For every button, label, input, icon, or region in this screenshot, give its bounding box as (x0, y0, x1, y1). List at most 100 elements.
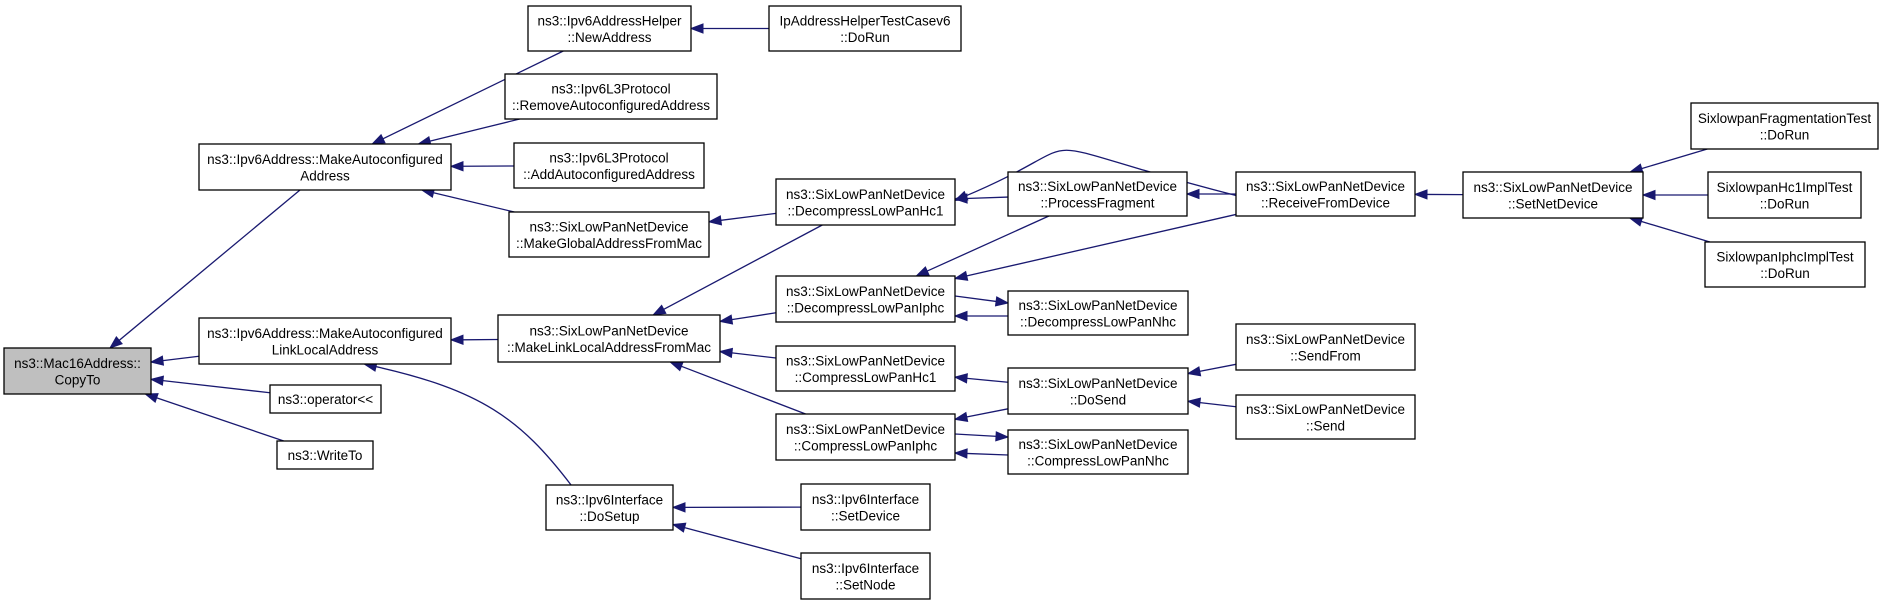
node-label: ::DoRun (1760, 196, 1810, 211)
node-box (1235, 323, 1416, 371)
edge-line (381, 50, 564, 140)
edge-line (161, 379, 271, 394)
node-compIphc[interactable]: ns3::SixLowPanNetDevice::CompressLowPanI… (775, 413, 956, 461)
node-fragTest[interactable]: SixlowpanFragmentationTest::DoRun (1690, 102, 1879, 150)
node-label: ::SetNetDevice (1508, 196, 1598, 211)
edge-line (730, 352, 777, 359)
edge-decIphc-to-decNhc (954, 295, 1010, 307)
node-label: ns3::SixLowPanNetDevice (1473, 180, 1632, 195)
edge-arrowhead (953, 310, 968, 322)
node-ifDoSetup[interactable]: ns3::Ipv6Interface::DoSetup (545, 484, 674, 531)
edge-line (1640, 148, 1708, 170)
node-makeAuto[interactable]: ns3::Ipv6Address::MakeAutoconfiguredAddr… (198, 143, 452, 191)
node-hc1Test[interactable]: SixlowpanHc1ImplTest::DoRun (1707, 171, 1862, 219)
edge-doSend-to-compIphc (953, 408, 1009, 422)
node-l3Add[interactable]: ns3::Ipv6L3Protocol::AddAutoconfiguredAd… (513, 142, 705, 189)
node-decHc1[interactable]: ns3::SixLowPanNetDevice::DecompressLowPa… (775, 178, 956, 226)
node-label: ::DoSetup (579, 509, 639, 524)
node-decIphc[interactable]: ns3::SixLowPanNetDevice::DecompressLowPa… (775, 275, 956, 323)
node-setNetDev[interactable]: ns3::SixLowPanNetDevice::SetNetDevice (1462, 171, 1644, 219)
node-makeAutoLL[interactable]: ns3::Ipv6Address::MakeAutoconfiguredLink… (198, 317, 452, 365)
node-box (775, 178, 956, 226)
node-label: ns3::SixLowPanNetDevice (1246, 179, 1405, 194)
edge-arrowhead (671, 522, 687, 533)
node-sendFrom[interactable]: ns3::SixLowPanNetDevice::SendFrom (1235, 323, 1416, 371)
node-recvFrom[interactable]: ns3::SixLowPanNetDevice::ReceiveFromDevi… (1235, 171, 1416, 217)
node-label: ns3::SixLowPanNetDevice (529, 323, 688, 338)
node-label: ::ProcessFragment (1040, 195, 1154, 210)
edge-line (719, 212, 777, 222)
node-label: ::DoRun (1760, 127, 1810, 142)
node-label: ns3::Ipv6Interface (812, 492, 919, 507)
edge-line (683, 526, 802, 560)
node-label: ::DoRun (840, 30, 890, 45)
node-box (3, 347, 152, 395)
edge-arrowhead (449, 161, 464, 172)
edge-arrowhead (953, 373, 968, 384)
edge-arrowhead (1185, 188, 1200, 200)
edge-line (954, 433, 998, 438)
node-label: ::CompressLowPanNhc (1027, 453, 1169, 468)
node-label: ns3::Ipv6Interface (812, 561, 919, 576)
node-label: ::MakeLinkLocalAddressFromMac (507, 340, 711, 355)
node-box (198, 317, 452, 365)
node-send[interactable]: ns3::SixLowPanNetDevice::Send (1235, 394, 1416, 440)
edge-doSend-to-compHc1 (953, 373, 1009, 384)
node-helperNew[interactable]: ns3::Ipv6AddressHelper::NewAddress (527, 5, 692, 52)
node-opLL[interactable]: ns3::operator<< (269, 384, 382, 414)
edge-compNhc-to-compIphc (953, 448, 1009, 459)
node-iphcTest[interactable]: SixlowpanIphcImplTest::DoRun (1704, 241, 1866, 288)
edge-line (118, 189, 301, 342)
node-label: SixlowpanFragmentationTest (1698, 111, 1872, 126)
node-label: ns3::SixLowPanNetDevice (1018, 376, 1177, 391)
node-label: ns3::SixLowPanNetDevice (1018, 179, 1177, 194)
node-label: ns3::SixLowPanNetDevice (786, 353, 945, 368)
node-writeTo[interactable]: ns3::WriteTo (276, 440, 374, 470)
node-box (1235, 171, 1416, 217)
node-box (497, 314, 721, 363)
node-compNhc[interactable]: ns3::SixLowPanNetDevice::CompressLowPanN… (1007, 429, 1189, 475)
edge-arrowhead (718, 347, 734, 359)
node-label: ns3::Ipv6L3Protocol (551, 81, 670, 96)
node-label: ::DecompressLowPanNhc (1020, 314, 1176, 329)
node-box (1007, 290, 1189, 336)
edge-line (965, 408, 1009, 418)
node-box (775, 275, 956, 323)
node-label: ns3::SixLowPanNetDevice (786, 187, 945, 202)
edge-arrowhead (671, 502, 686, 513)
edge-arrowhead (953, 190, 969, 201)
node-label: ns3::WriteTo (288, 448, 363, 463)
node-label: ::SendFrom (1290, 348, 1361, 363)
edge-fragTest-to-setNetDev (1628, 148, 1708, 174)
node-makeLL[interactable]: ns3::SixLowPanNetDevice::MakeLinkLocalAd… (497, 314, 721, 363)
node-box (508, 211, 710, 258)
node-makeGlobal[interactable]: ns3::SixLowPanNetDevice::MakeGlobalAddre… (508, 211, 710, 258)
node-decNhc[interactable]: ns3::SixLowPanNetDevice::DecompressLowPa… (1007, 290, 1189, 336)
node-procFrag[interactable]: ns3::SixLowPanNetDevice::ProcessFragment (1007, 171, 1188, 217)
node-box (768, 5, 962, 52)
node-l3Remove[interactable]: ns3::Ipv6L3Protocol::RemoveAutoconfigure… (504, 73, 718, 120)
edge-recvFrom-to-decIphc (953, 213, 1237, 281)
node-label: ns3::Ipv6Address::MakeAutoconfigured (207, 326, 443, 341)
node-label: ns3::Mac16Address:: (14, 356, 141, 371)
edge-arrowhead (953, 411, 969, 422)
edge-line (161, 355, 200, 362)
node-helperTest[interactable]: IpAddressHelperTestCasev6::DoRun (768, 5, 962, 52)
node-ifSetDevice[interactable]: ns3::Ipv6Interface::SetDevice (800, 483, 931, 531)
edge-ifSetNode-to-ifDoSetup (671, 522, 802, 560)
node-label: ns3::Ipv6Address::MakeAutoconfigured (207, 152, 443, 167)
edge-arrowhead (1413, 189, 1428, 200)
node-compHc1[interactable]: ns3::SixLowPanNetDevice::CompressLowPanH… (775, 345, 956, 392)
node-ifSetNode[interactable]: ns3::Ipv6Interface::SetNode (800, 552, 931, 600)
node-label: ::CompressLowPanIphc (794, 438, 938, 453)
edge-l3Remove-to-makeAuto (416, 118, 520, 147)
edge-ifDoSetup-to-makeAutoLL (362, 361, 572, 486)
node-root[interactable]: ns3::Mac16Address::CopyTo (3, 347, 152, 395)
edge-makeLL-to-makeAutoLL (449, 334, 499, 346)
edge-line (1198, 363, 1237, 373)
node-label: ::DecompressLowPanHc1 (787, 203, 943, 218)
node-doSend[interactable]: ns3::SixLowPanNetDevice::DoSend (1007, 367, 1189, 415)
node-label: ::DoRun (1760, 266, 1810, 281)
edge-line (954, 295, 998, 303)
